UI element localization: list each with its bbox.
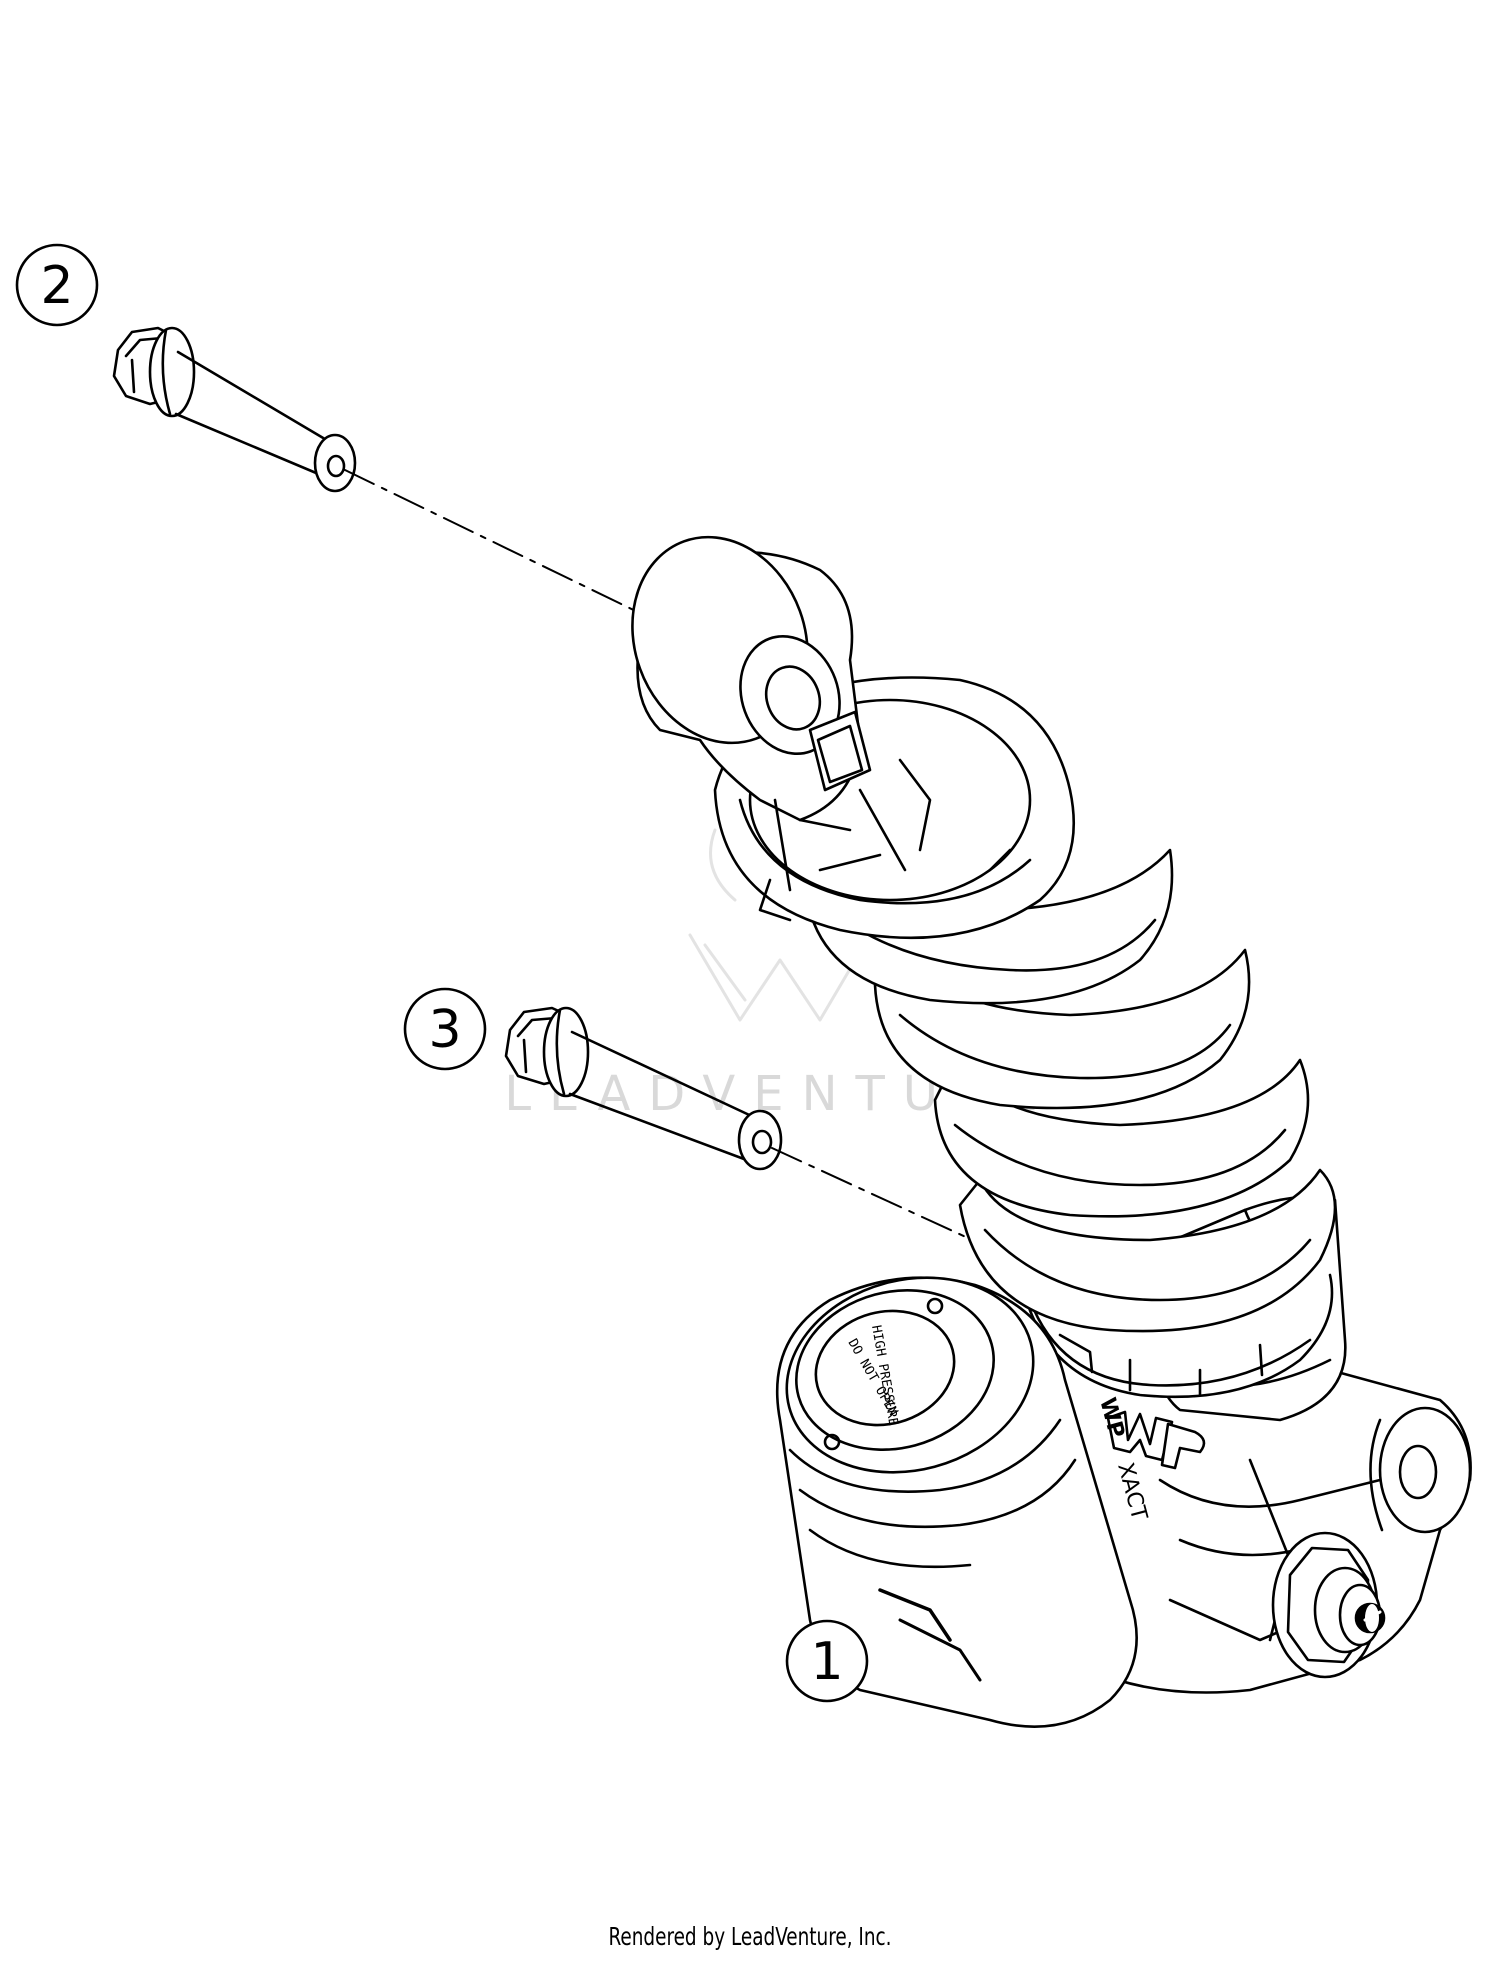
callout-circle-2 <box>15 243 99 327</box>
compression-adjuster <box>1271 1531 1386 1679</box>
callout-circle-1 <box>785 1619 869 1703</box>
wp-logo-icon <box>1106 1410 1206 1470</box>
shock-top-eye <box>631 535 932 892</box>
shock-absorber <box>631 535 1472 1728</box>
upper-bolt <box>112 326 357 493</box>
watermark-logo-icon <box>688 933 872 1022</box>
upper-bolt-centerline <box>344 469 651 619</box>
callout-circle-3 <box>403 987 487 1071</box>
shock-reservoir <box>775 1276 1206 1728</box>
lower-bolt <box>504 1006 783 1171</box>
shock-spring <box>803 848 1337 1399</box>
footer-credit: Rendered by LeadVenture, Inc. <box>608 1922 892 1951</box>
callout-number-3: 3 <box>428 1000 461 1060</box>
callout-number-2: 2 <box>40 256 73 316</box>
lower-bolt-centerline <box>771 1147 1006 1256</box>
callout-number-1: 1 <box>810 1632 843 1692</box>
